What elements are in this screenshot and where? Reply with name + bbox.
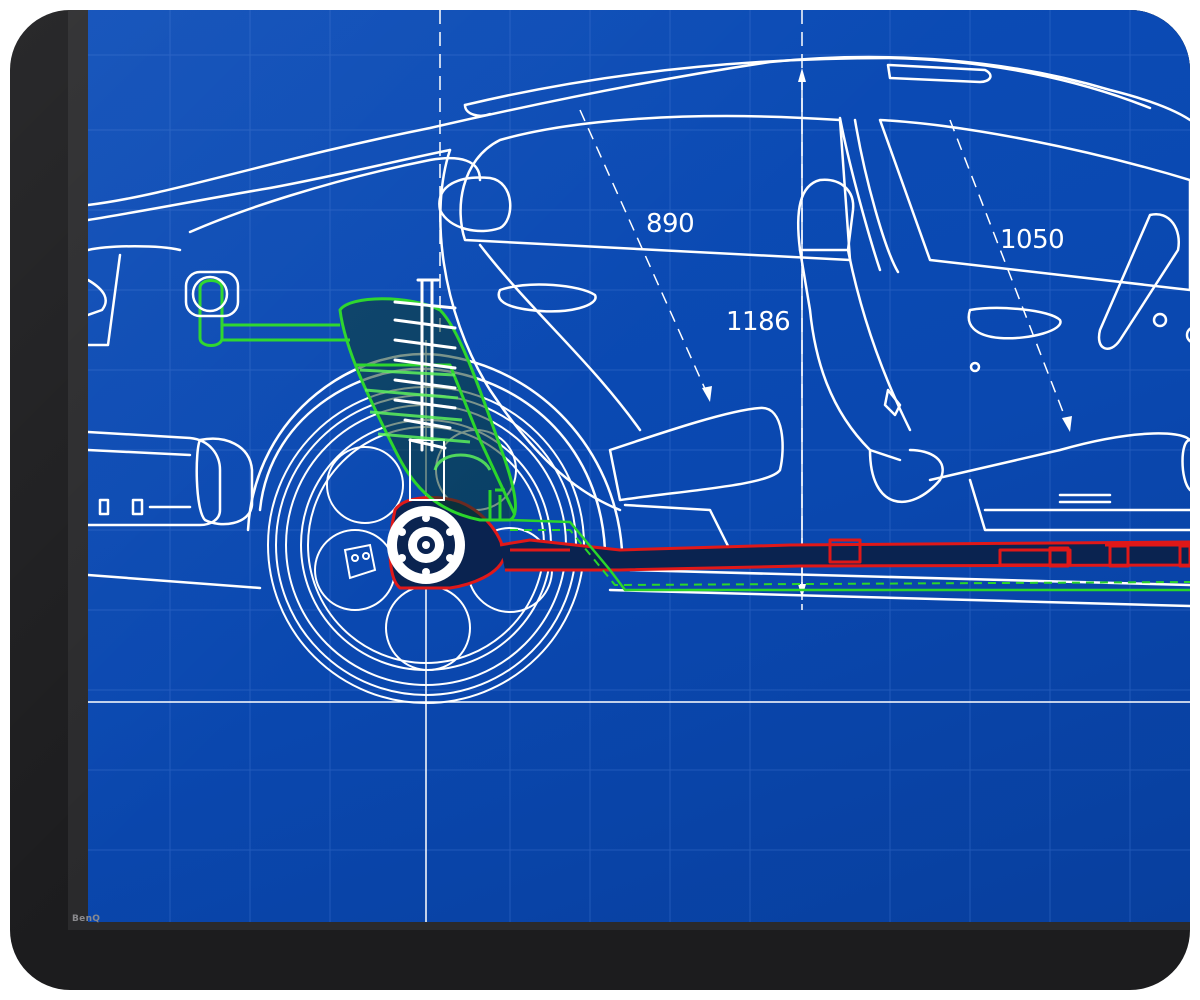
dimension-label-890: 890 [646,209,694,239]
reference-lines [88,10,1190,922]
rear-light-mount [184,270,240,318]
dimension-label-1050: 1050 [1000,225,1064,255]
dimension-arrows [579,80,1071,600]
dimension-label-1186: 1186 [726,307,790,337]
monitor-brand-logo: BenQ [72,914,101,924]
blueprint-grid [88,10,1190,922]
suspension-assembly [198,279,1190,592]
monitor-bezel: 890 1050 1186 [10,10,1190,990]
car-body-outline [88,55,1190,608]
display-screen: 890 1050 1186 [88,10,1190,922]
dimension-arrow-heads [702,68,1072,598]
wheel-hub [387,506,465,584]
suspension-overlay-green [359,368,492,471]
coil-spring [393,278,457,501]
car-blueprint-drawing: 890 1050 1186 [88,10,1190,922]
